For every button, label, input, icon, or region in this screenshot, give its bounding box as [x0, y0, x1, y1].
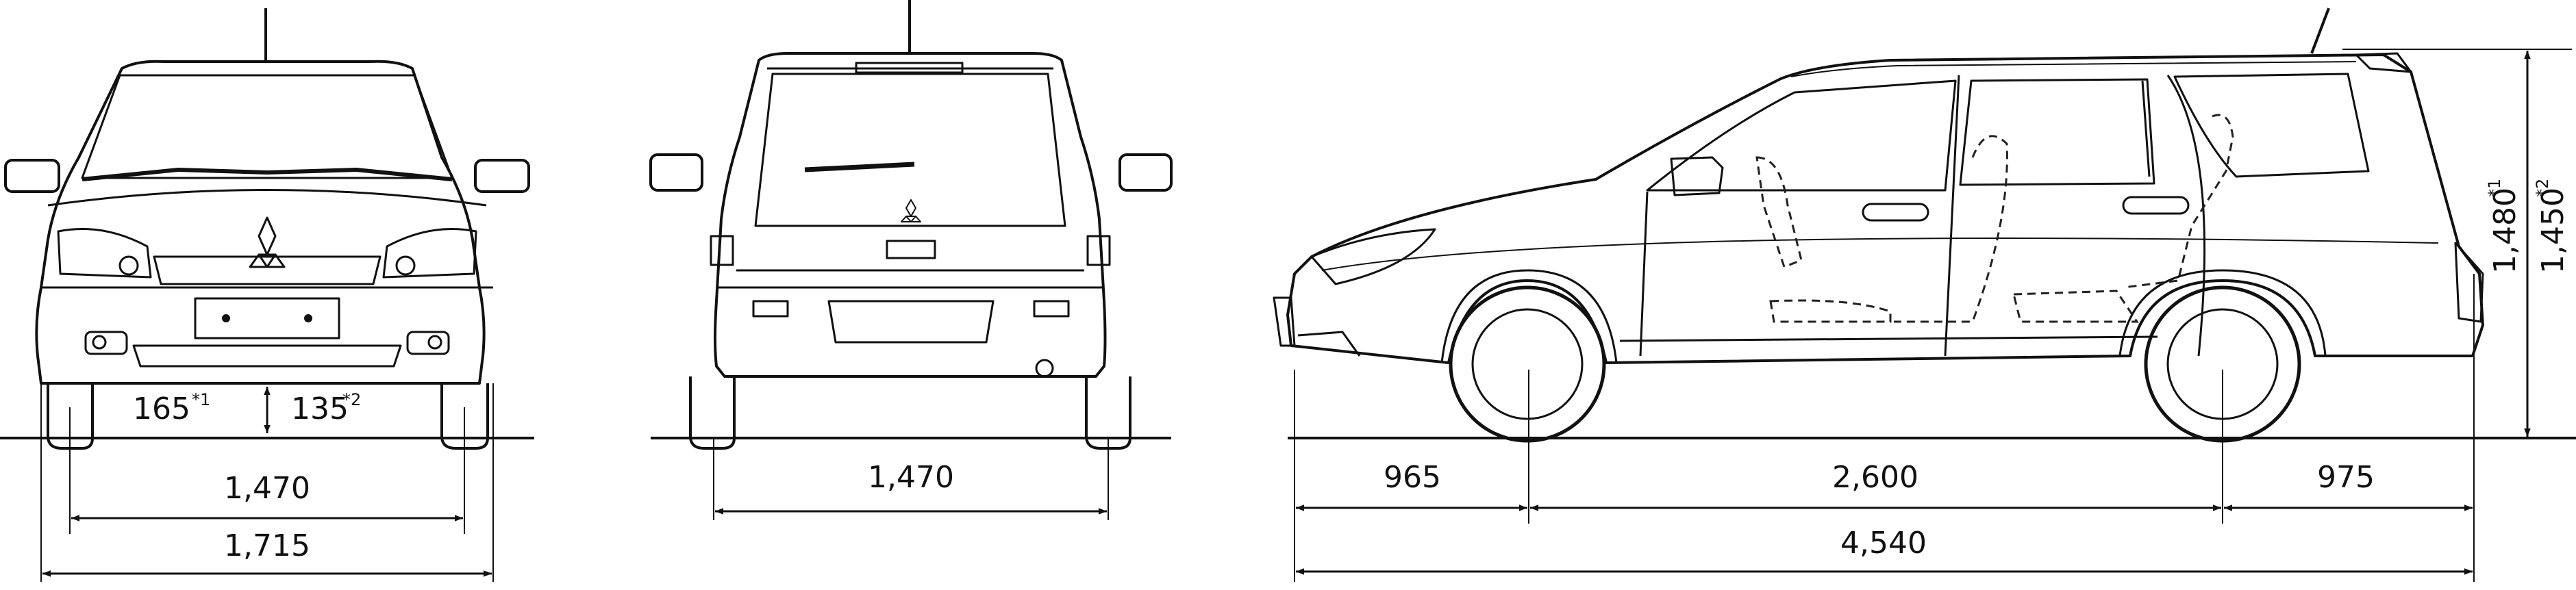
rear-taillight-right: [1086, 235, 1111, 266]
rear-exhaust: [1035, 359, 1054, 378]
side-front-overhang-value: 965: [1384, 460, 1441, 495]
front-clearance-1-note: *1: [192, 390, 210, 409]
side-front-rim: [1471, 308, 1584, 420]
front-clearance-1-value: 165: [133, 392, 190, 426]
rear-window: [754, 73, 1066, 227]
front-track-dimension: 1,470: [69, 407, 465, 534]
side-antenna: [2310, 8, 2330, 54]
rear-plate-recess: [827, 300, 995, 344]
front-seat-back: [1755, 156, 1803, 268]
front-headlight-lens-left: [118, 255, 139, 276]
side-rear-overhang-value: 975: [2317, 460, 2375, 495]
front-clearance-2-value: 135: [291, 392, 349, 426]
front-tire-left: [47, 383, 94, 450]
side-sill-line: [1619, 335, 2158, 342]
rear-reflector-left: [752, 300, 789, 318]
side-front-door-edge: [1639, 191, 1649, 357]
side-view: [1273, 8, 2484, 364]
rear-emblem-icon: [901, 199, 921, 222]
side-front-tire: [1449, 285, 1606, 443]
front-headlight-right: [382, 228, 477, 279]
side-rear-arch: [2118, 269, 2327, 357]
front-foglight-right: [406, 331, 450, 355]
side-headlight: [1310, 228, 1436, 285]
side-belt-line: [1321, 238, 2439, 271]
side-roof-rail: [1790, 61, 2357, 77]
front-mirror-left: [4, 159, 60, 193]
rear-tire-right: [1085, 376, 1131, 450]
rear-mirror-left: [649, 153, 703, 192]
front-tire-right: [440, 383, 489, 450]
rear-brake-light: [855, 62, 964, 74]
side-window-front: [1646, 79, 1957, 192]
front-track-value: 1,470: [224, 471, 310, 506]
rear-taillight-left: [710, 235, 734, 266]
side-roof-spoiler: [2355, 52, 2412, 73]
front-grille: [153, 255, 382, 285]
side-length-dimensions: 965 2,600 975 4,540: [1294, 274, 2475, 582]
front-foglight-left: [84, 331, 128, 355]
rear-handle: [886, 240, 936, 259]
front-headlight-lens-right: [395, 255, 416, 276]
front-width-dimension: 1,715: [40, 383, 494, 582]
front-width-value: 1,715: [224, 528, 310, 563]
rear-reflector-right: [1033, 300, 1070, 318]
rear-track-dimension: 1,470: [713, 438, 1109, 520]
side-window-quarter: [2173, 73, 2370, 178]
front-headlight-left: [57, 228, 152, 279]
side-b-pillar: [1944, 75, 1960, 357]
side-front-arch: [1440, 269, 1618, 363]
rear-bench-back: [2123, 114, 2234, 289]
side-body-outline: [1286, 53, 2484, 364]
rear-track-value: 1,470: [868, 460, 954, 495]
rear-body-outline: [714, 52, 1107, 378]
front-wiper-right: [266, 168, 453, 181]
front-license-plate: [194, 297, 340, 339]
front-body-outline: [35, 60, 486, 385]
mitsubishi-emblem-icon: [249, 216, 286, 268]
side-mirror: [1670, 156, 1724, 196]
rear-seat-back: [1894, 135, 2008, 323]
rear-view: [649, 0, 1173, 450]
side-seats: [1755, 114, 2234, 323]
side-rear-door-handle: [2122, 196, 2190, 215]
side-wheels: [1449, 285, 2301, 443]
front-windshield: [81, 74, 453, 179]
side-c-pillar: [2166, 75, 2206, 357]
side-window-rear: [1959, 78, 2155, 186]
side-front-bumper: [1273, 296, 1296, 347]
rear-wiper: [804, 162, 915, 172]
side-front-door-handle: [1862, 203, 1929, 222]
front-wiper-left: [82, 168, 268, 181]
front-seat-cushion: [1769, 299, 1892, 323]
rear-seat-cushion: [2012, 290, 2139, 323]
side-height-2-note: *2: [2533, 179, 2552, 197]
side-height-dimensions: 1,480 *1 1,450 *2: [2342, 49, 2572, 437]
front-clearance-2-note: *2: [342, 390, 361, 409]
front-view: [4, 8, 530, 450]
side-taillight: [2454, 242, 2484, 323]
side-height-1-note: *1: [2485, 179, 2504, 197]
side-height-1-value: 1,480: [2488, 188, 2523, 274]
front-ground-clearance: 165 *1 135 *2: [133, 387, 361, 433]
side-overall-length-value: 4,540: [1840, 526, 1927, 561]
front-hood-line: [47, 189, 487, 207]
rear-mirror-right: [1118, 153, 1173, 192]
side-height-2-value: 1,450: [2536, 188, 2571, 274]
front-mirror-right: [474, 159, 530, 193]
side-wheelbase-value: 2,600: [1832, 460, 1918, 495]
front-lower-intake: [132, 344, 402, 368]
